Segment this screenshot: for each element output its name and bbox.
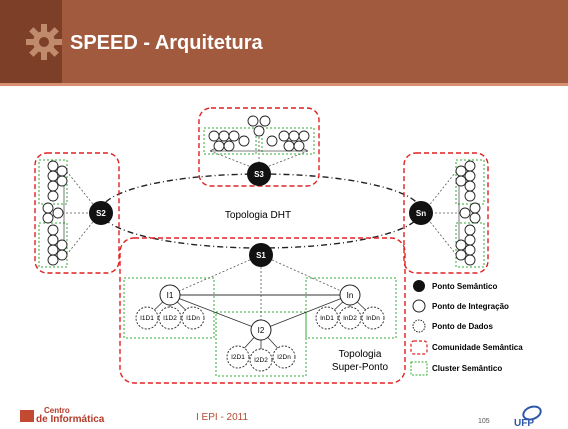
left-community-contents <box>38 159 101 268</box>
footer-event: I EPI - 2011 <box>196 412 249 423</box>
data-node-label: I2Dn <box>277 354 291 361</box>
legend-integration-icon <box>412 299 426 313</box>
integration-node-i2 <box>250 319 272 341</box>
data-node-label: InDn <box>366 315 380 322</box>
top-community-contents <box>203 115 315 171</box>
superpeer-label-line2: Super-Ponto <box>332 362 389 373</box>
slide-title: SPEED - Arquitetura <box>70 32 263 54</box>
integration-node-i1 <box>159 284 181 306</box>
page-number: 105 <box>478 418 490 425</box>
centro-informatica-logo: Centro de Informática <box>20 404 110 429</box>
superpeer-label-line1: Topologia <box>339 349 382 360</box>
semantic-node-s3 <box>247 162 271 186</box>
data-node-label: InD2 <box>343 315 357 322</box>
in-label: In <box>347 291 354 300</box>
data-node-label: I2D1 <box>231 354 245 361</box>
legend-label: Ponto Semântico <box>432 282 497 291</box>
s1-label: S1 <box>256 251 266 260</box>
community-right <box>403 152 489 274</box>
data-node-label: I1Dn <box>186 315 200 322</box>
logo-line1: Centro <box>44 406 70 415</box>
legend-data-icon <box>412 319 426 333</box>
data-node-label: InD1 <box>320 315 334 322</box>
semantic-node-s2 <box>89 201 113 225</box>
data-node-label: I1D2 <box>163 315 177 322</box>
title-bar: SPEED - Arquitetura <box>0 0 568 83</box>
semantic-node-sn <box>409 201 433 225</box>
data-node-label: I2D2 <box>254 357 268 364</box>
s3-label: S3 <box>254 170 264 179</box>
gear-icon <box>26 24 62 60</box>
legend-label: Comunidade Semântica <box>432 343 523 352</box>
logo-mark-icon <box>20 410 34 422</box>
semantic-points <box>89 162 433 267</box>
legend-label: Cluster Semântico <box>432 364 502 373</box>
legend-label: Ponto de Dados <box>432 322 493 331</box>
integration-points <box>159 284 361 341</box>
legend: Ponto Semântico Ponto de Integração Pont… <box>410 280 523 376</box>
legend-cluster-icon <box>410 361 428 376</box>
legend-semantic-icon <box>413 280 425 292</box>
semantic-node-s1 <box>249 243 273 267</box>
community-left <box>34 152 120 274</box>
integration-node-in <box>339 284 361 306</box>
legend-community-icon <box>410 340 428 355</box>
community-bottom <box>119 237 406 384</box>
i1-label: I1 <box>167 291 174 300</box>
legend-label: Ponto de Integração <box>432 302 509 311</box>
logo-line2: de Informática <box>36 414 105 425</box>
data-points <box>135 306 385 372</box>
s2-label: S2 <box>96 209 106 218</box>
sn-label: Sn <box>416 209 426 218</box>
logo-text: UFP <box>514 418 534 429</box>
ufpe-logo: UFP <box>510 403 560 429</box>
title-divider <box>0 83 568 86</box>
dht-label: Topologia DHT <box>225 210 291 221</box>
data-node-label: I1D1 <box>140 315 154 322</box>
i2-label: I2 <box>258 326 265 335</box>
